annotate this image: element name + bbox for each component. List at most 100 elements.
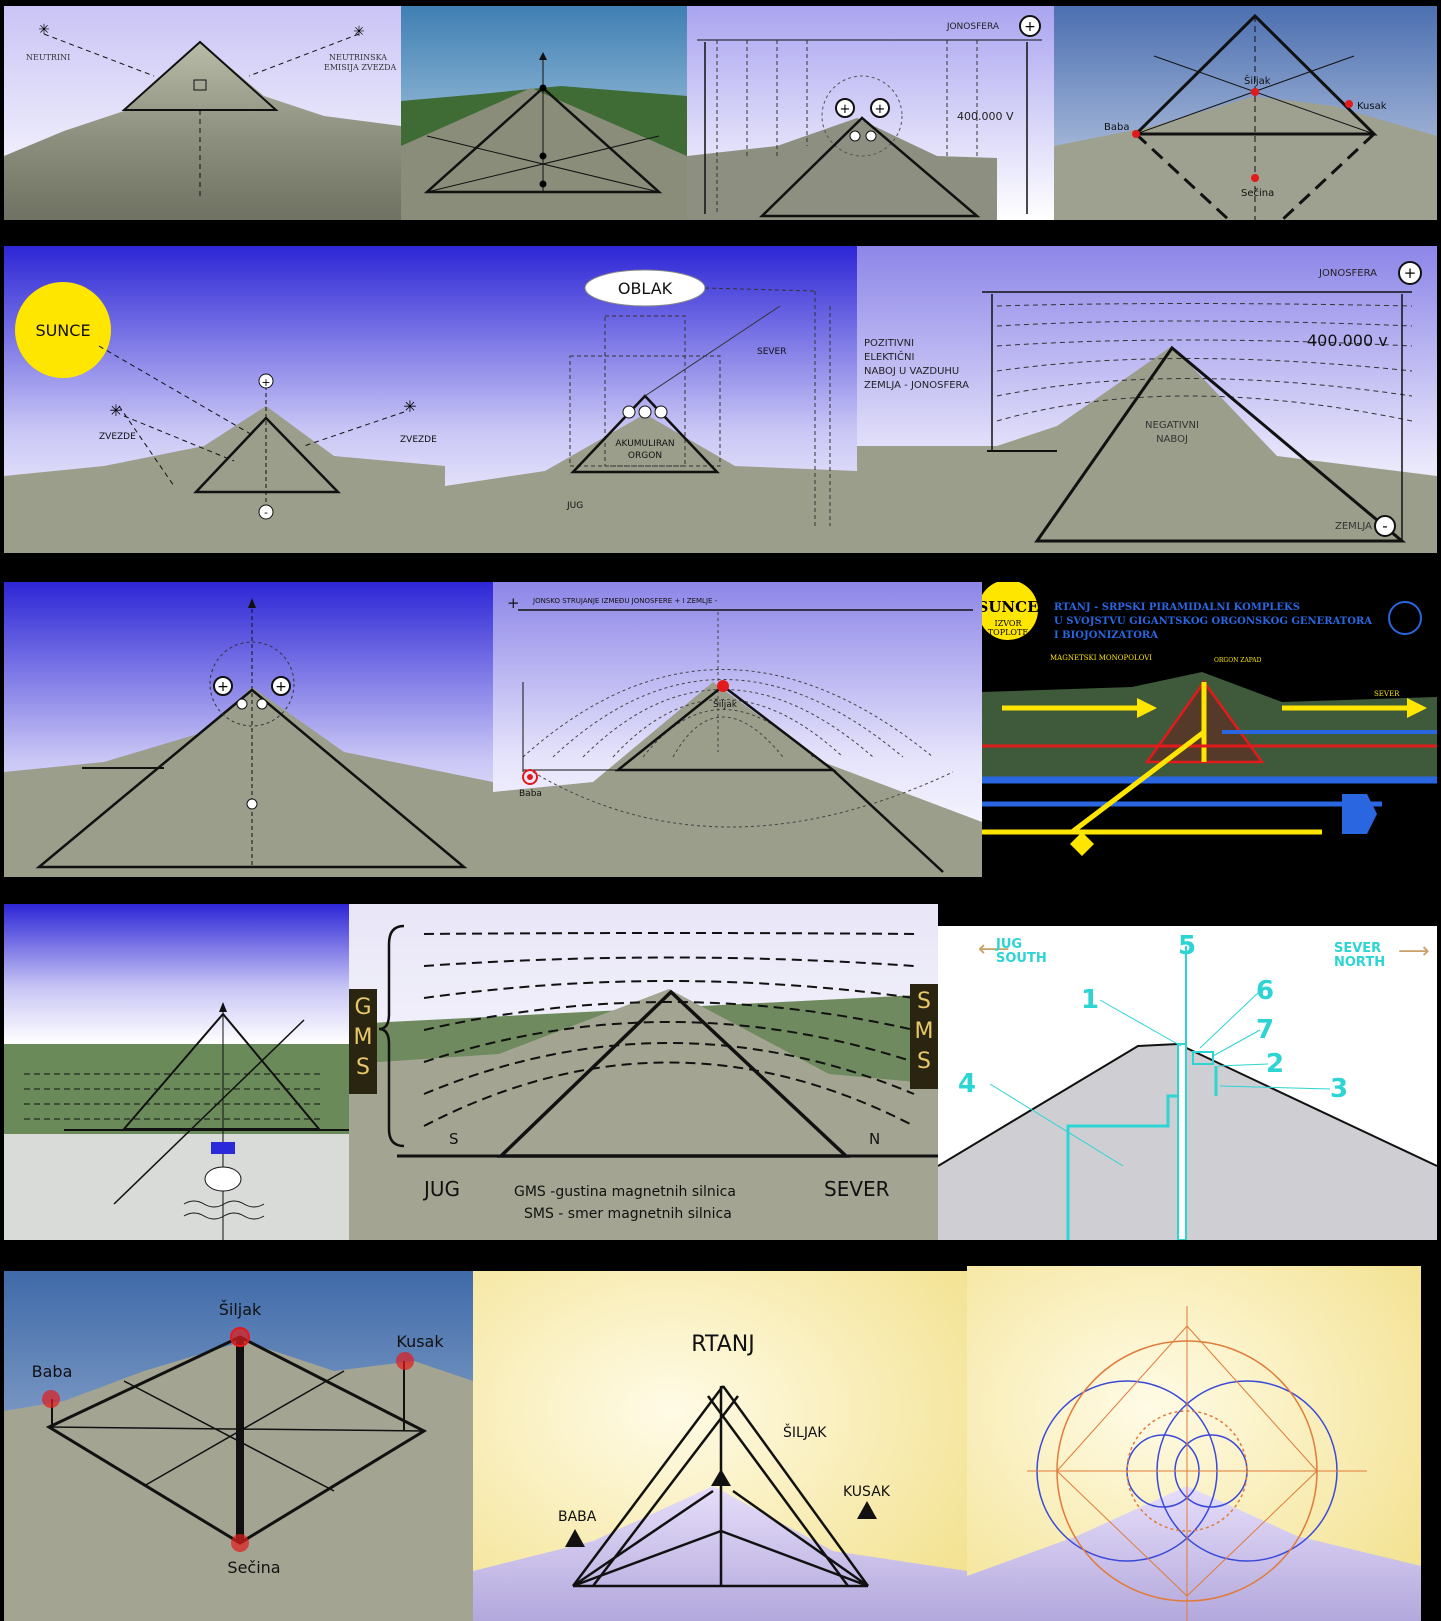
panel-neutrino-emission: ✳ ✳ NEUTRINI NEUTRINSKA EMISIJA ZVEZDA: [4, 6, 401, 220]
panel-magnetic-axis: [4, 904, 349, 1240]
svg-text:+: +: [217, 679, 229, 695]
svg-text:+: +: [840, 102, 851, 117]
plus-icon: +: [1404, 264, 1417, 282]
svg-text:+: +: [261, 376, 270, 389]
panel-orgon-generator-schema: SUNCE IZVOR TOPLOTE RTANJ - SRPSKI PIRAM…: [982, 582, 1437, 877]
panel-locations-diamond: Šiljak Baba Kusak Sečina: [4, 1271, 473, 1621]
panel-pyramid-green-valley: [401, 6, 687, 220]
label-zvezde-left: ZVEZDE: [99, 432, 136, 442]
panel-cross-section-numbered: ⟵ JUG SOUTH SEVER NORTH ⟶ 1 2 3 4 5 6 7: [938, 926, 1437, 1240]
label-sever: SEVER: [824, 1177, 890, 1201]
magnet-block: [211, 1142, 235, 1154]
title-line-1: U SVOJSTVU GIGANTSKOG ORGONSKOG GENERATO…: [1054, 616, 1372, 627]
sun-icon: [15, 282, 111, 378]
svg-text:+: +: [275, 679, 287, 695]
label-kusak: KUSAK: [843, 1484, 891, 1500]
label-s: S: [449, 1130, 459, 1148]
label-gms-s: S: [356, 1055, 370, 1080]
star-icon-right: ✳: [353, 24, 365, 40]
target-icon-secina: [231, 1534, 249, 1552]
label-magnetski: MAGNETSKI MONOPOLOVI: [1050, 654, 1152, 662]
label-kusak: Kusak: [1357, 101, 1387, 112]
label-gms-g: G: [354, 995, 371, 1020]
label-siljak: Šiljak: [1244, 74, 1271, 87]
target-icon-siljak: [230, 1327, 250, 1347]
panel-ionosphere-voltage: + + JONOSFERA + 400.000 V: [687, 6, 1054, 220]
label-sunce: SUNCE: [982, 598, 1039, 616]
label-jonosfera: JONOSFERA: [1318, 268, 1377, 279]
minus-icon: -: [1382, 517, 1387, 535]
label-oblak: OBLAK: [618, 279, 673, 298]
label-akumuliran: AKUMULIRAN: [615, 439, 674, 449]
label-pozitivni-0: POZITIVNI: [864, 338, 914, 349]
arrow-right-icon: ⟶: [1398, 939, 1430, 964]
label-baba: BABA: [558, 1509, 597, 1525]
number-5: 5: [1178, 931, 1196, 961]
target-icon-kusak: [396, 1352, 414, 1370]
label-neutrinska: NEUTRINSKA: [329, 53, 387, 62]
sun-icon: [982, 582, 1038, 640]
arrow-left-icon: ⟵: [978, 937, 1010, 962]
label-jonosfera: JONOSFERA: [946, 22, 1000, 32]
label-baba: Baba: [519, 789, 542, 799]
plus-icon: +: [507, 594, 520, 612]
label-secina: Sečina: [227, 1558, 280, 1577]
number-4: 4: [958, 1069, 976, 1099]
panel-positive-negative-charge: JONOSFERA + 400.000 v POZITIVNI ELEKTIČN…: [857, 246, 1437, 553]
label-north: NORTH: [1334, 955, 1385, 970]
panel-orgon-cloud: OBLAK SEVER JUG AKUMULIRAN ORGON: [445, 246, 857, 553]
star-icon-left: ✳: [38, 22, 50, 38]
label-ion-flow-header: JONSKO STRUJANJE IZMEĐU JONOSFERE + I ZE…: [532, 597, 718, 605]
number-6: 6: [1256, 976, 1274, 1006]
label-zemlja: ZEMLJA: [1335, 521, 1372, 532]
plus-icon: +: [1024, 19, 1036, 35]
label-pozitivni-2: NABOJ U VAZDUHU: [864, 366, 959, 377]
label-baba: Baba: [32, 1362, 73, 1381]
label-jug: JUG: [995, 937, 1022, 952]
legend-gms: GMS -gustina magnetnih silnica: [514, 1184, 736, 1200]
label-negativni: NEGATIVNI: [1145, 420, 1199, 431]
label-kusak: Kusak: [396, 1332, 444, 1351]
star-icon-left: ✳: [109, 401, 122, 420]
label-orgon-zapad: ORGON ZAPAD: [1214, 657, 1262, 664]
label-gms-m: M: [354, 1025, 373, 1050]
label-siljak: Šiljak: [219, 1300, 262, 1319]
label-emisija-zvezda: EMISIJA ZVEZDA: [324, 63, 397, 72]
label-izvor: IZVOR: [995, 619, 1023, 628]
panel-sacred-geometry: [967, 1266, 1421, 1621]
label-siljak: Šiljak: [713, 698, 738, 710]
label-toplote: TOPLOTE: [988, 628, 1028, 637]
label-voltage: 400.000 V: [957, 110, 1014, 123]
label-pozitivni-1: ELEKTIČNI: [864, 350, 914, 363]
panel-ion-flow: + JONSKO STRUJANJE IZMEĐU JONOSFERE + I …: [493, 582, 982, 877]
panel-rtanj-geometry: RTANJ ŠILJAK BABA KUSAK: [473, 1271, 967, 1621]
star-icon-right: ✳: [403, 397, 416, 416]
label-baba: Baba: [1104, 122, 1129, 133]
panel-locations-pyramid: Šiljak Kusak Baba Sečina: [1054, 6, 1437, 220]
target-icon-baba: [42, 1390, 60, 1408]
label-rtanj: RTANJ: [691, 1332, 754, 1357]
number-7: 7: [1256, 1015, 1274, 1045]
label-n: N: [869, 1130, 880, 1148]
label-jug: JUG: [566, 501, 583, 511]
label-secina: Sečina: [1241, 187, 1274, 199]
label-jug: JUG: [422, 1177, 460, 1201]
label-zvezde-right: ZVEZDE: [400, 435, 437, 445]
title-line-0: RTANJ - SRPSKI PIRAMIDALNI KOMPLEKS: [1054, 602, 1300, 613]
label-naboj: NABOJ: [1156, 434, 1188, 445]
label-sever: SEVER: [757, 347, 787, 357]
label-sever: SEVER: [1334, 941, 1381, 956]
legend-sms: SMS - smer magnetnih silnica: [524, 1206, 732, 1222]
label-sunce: SUNCE: [35, 321, 90, 340]
number-3: 3: [1330, 1074, 1348, 1104]
number-1: 1: [1081, 985, 1099, 1015]
panel-sun-stars: SUNCE + - ✳ ✳ ZVEZDE ZVEZDE: [4, 246, 445, 553]
label-south: SOUTH: [996, 951, 1047, 966]
label-pozitivni-3: ZEMLJA - JONOSFERA: [864, 380, 969, 391]
label-siljak: ŠILJAK: [783, 1423, 827, 1441]
label-sms-s: S: [917, 989, 931, 1014]
label-voltage: 400.000 v: [1307, 331, 1388, 350]
label-sever: SEVER: [1374, 690, 1400, 698]
label-sms-m: M: [915, 1019, 934, 1044]
svg-text:+: +: [875, 102, 886, 117]
